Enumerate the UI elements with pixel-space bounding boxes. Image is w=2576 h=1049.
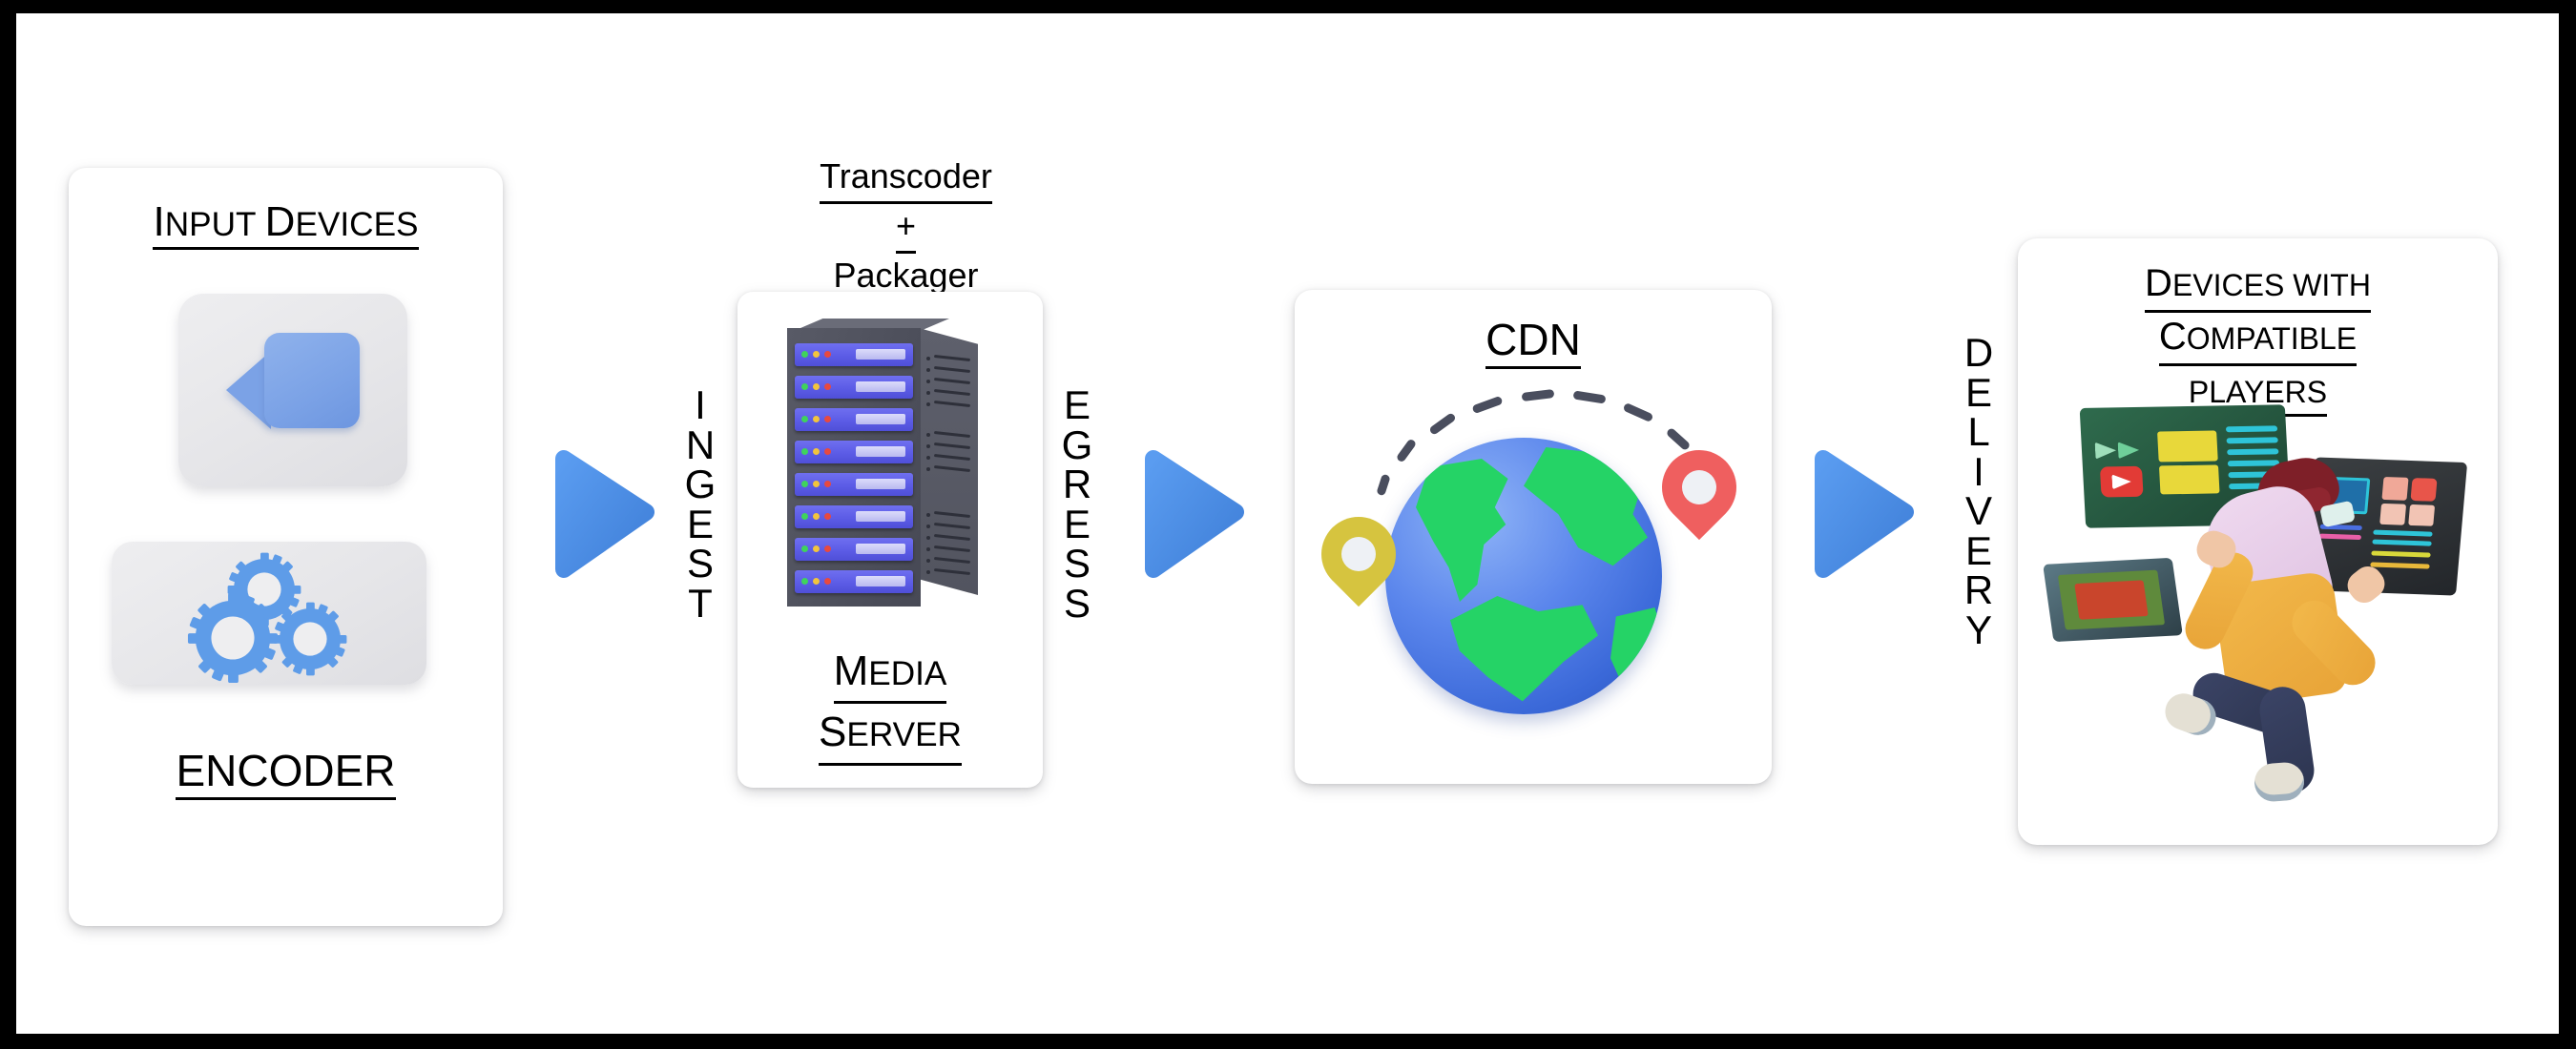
devices-line2-cap: C: [2158, 316, 2187, 359]
server-blade: [795, 473, 913, 496]
devices-line2-rest: OMPATIBLE: [2186, 321, 2358, 357]
delivery-letter-5: E: [1964, 527, 1992, 573]
egress-letter-1: G: [1061, 422, 1093, 467]
person-with-vr-headset-and-screens-icon: [2027, 401, 2495, 820]
server-blade: [795, 343, 913, 366]
ingest-letter-4: S: [686, 541, 714, 586]
input-devices-heading: INPUT DEVICES: [69, 199, 503, 250]
person-shoe-right: [2253, 761, 2306, 803]
egress-letter-3: E: [1063, 501, 1091, 546]
delivery-letter-7: Y: [1964, 607, 1992, 653]
ingest-letter-1: N: [685, 422, 716, 467]
video-camera-body-icon: [264, 333, 360, 428]
continent-australia: [1610, 607, 1662, 698]
egress-letter-4: S: [1063, 541, 1091, 586]
delivery-letter-1: E: [1964, 369, 1992, 415]
ingest-letter-5: T: [688, 580, 713, 626]
input-devices-card[interactable]: INPUT DEVICES: [69, 168, 503, 926]
ingest-letter-0: I: [695, 382, 706, 427]
media-server-label: MEDIA SERVER: [737, 643, 1043, 766]
cdn-label-text: CDN: [1485, 316, 1581, 369]
input-devices-heading-cap2: D: [264, 198, 296, 245]
encoder-label-wrap: ENCODER: [69, 747, 503, 800]
ingest-letter-2: G: [684, 462, 717, 507]
transcoder-line2: +: [895, 204, 917, 254]
ingest-letter-3: E: [686, 501, 714, 546]
server-blade: [795, 538, 913, 561]
input-devices-heading-cap: I: [153, 198, 165, 245]
devices-line1-rest: EVICES WITH: [2171, 268, 2371, 302]
server-blade: [795, 408, 913, 431]
cdn-card[interactable]: CDN: [1295, 290, 1772, 784]
gears-tile[interactable]: [112, 542, 426, 685]
transcoder-line1: Transcoder: [820, 154, 992, 204]
rack-front-face: [787, 328, 921, 607]
transcoder-packager-heading: Transcoder + Packager: [741, 154, 1070, 303]
media-label-cap: M: [833, 648, 869, 694]
delivery-label: D E L I V E R Y: [1958, 333, 2000, 650]
video-camera-tile[interactable]: [178, 294, 407, 486]
server-label-cap: S: [819, 709, 847, 756]
continent-europe-africa: [1416, 459, 1508, 602]
diagram-canvas: INPUT DEVICES: [16, 13, 2559, 1034]
server-blade: [795, 441, 913, 463]
rack-vent-group-mid: [926, 431, 976, 483]
video-camera-lens-icon: [226, 351, 271, 429]
delivery-arrow-icon: [1815, 450, 1914, 578]
egress-letter-0: E: [1063, 382, 1091, 427]
globe-icon: [1385, 438, 1662, 714]
server-blade: [795, 376, 913, 399]
delivery-letter-3: I: [1973, 448, 1984, 494]
gear-icon-right: [273, 602, 347, 676]
devices-heading: DEVICES WITH COMPATIBLE PLAYERS: [2018, 259, 2498, 418]
egress-label: E G R E S S: [1056, 385, 1098, 623]
media-server-card[interactable]: MEDIA SERVER: [737, 292, 1043, 788]
server-blade: [795, 505, 913, 528]
input-devices-heading-rest2: EVICES: [295, 206, 419, 243]
delivery-letter-4: V: [1964, 488, 1992, 534]
server-rack-icon: [766, 311, 1005, 616]
egress-arrow-icon: [1145, 450, 1244, 578]
devices-line1-cap: D: [2145, 262, 2172, 304]
devices-with-players-card[interactable]: DEVICES WITH COMPATIBLE PLAYERS: [2018, 238, 2498, 845]
delivery-letter-6: R: [1963, 567, 1994, 613]
cdn-label: CDN: [1295, 316, 1772, 369]
continent-south-america: [1449, 596, 1598, 702]
media-label-rest: EDIA: [868, 655, 947, 692]
egress-letter-2: R: [1062, 462, 1092, 507]
gear-icon-left: [187, 592, 279, 684]
server-label-rest: ERVER: [846, 716, 962, 754]
delivery-letter-2: L: [1967, 409, 1990, 455]
ingest-arrow-icon: [555, 450, 654, 578]
ingest-label: I N G E S T: [679, 385, 721, 623]
encoder-label: ENCODER: [176, 747, 396, 800]
rack-vent-group-bottom: [926, 511, 976, 586]
person-figure: [2160, 451, 2391, 803]
delivery-letter-0: D: [1963, 330, 1994, 375]
rack-vent-group-top: [926, 355, 976, 418]
input-devices-heading-rest: NPUT: [164, 206, 265, 243]
server-blade: [795, 570, 913, 593]
egress-letter-5: S: [1063, 580, 1091, 626]
